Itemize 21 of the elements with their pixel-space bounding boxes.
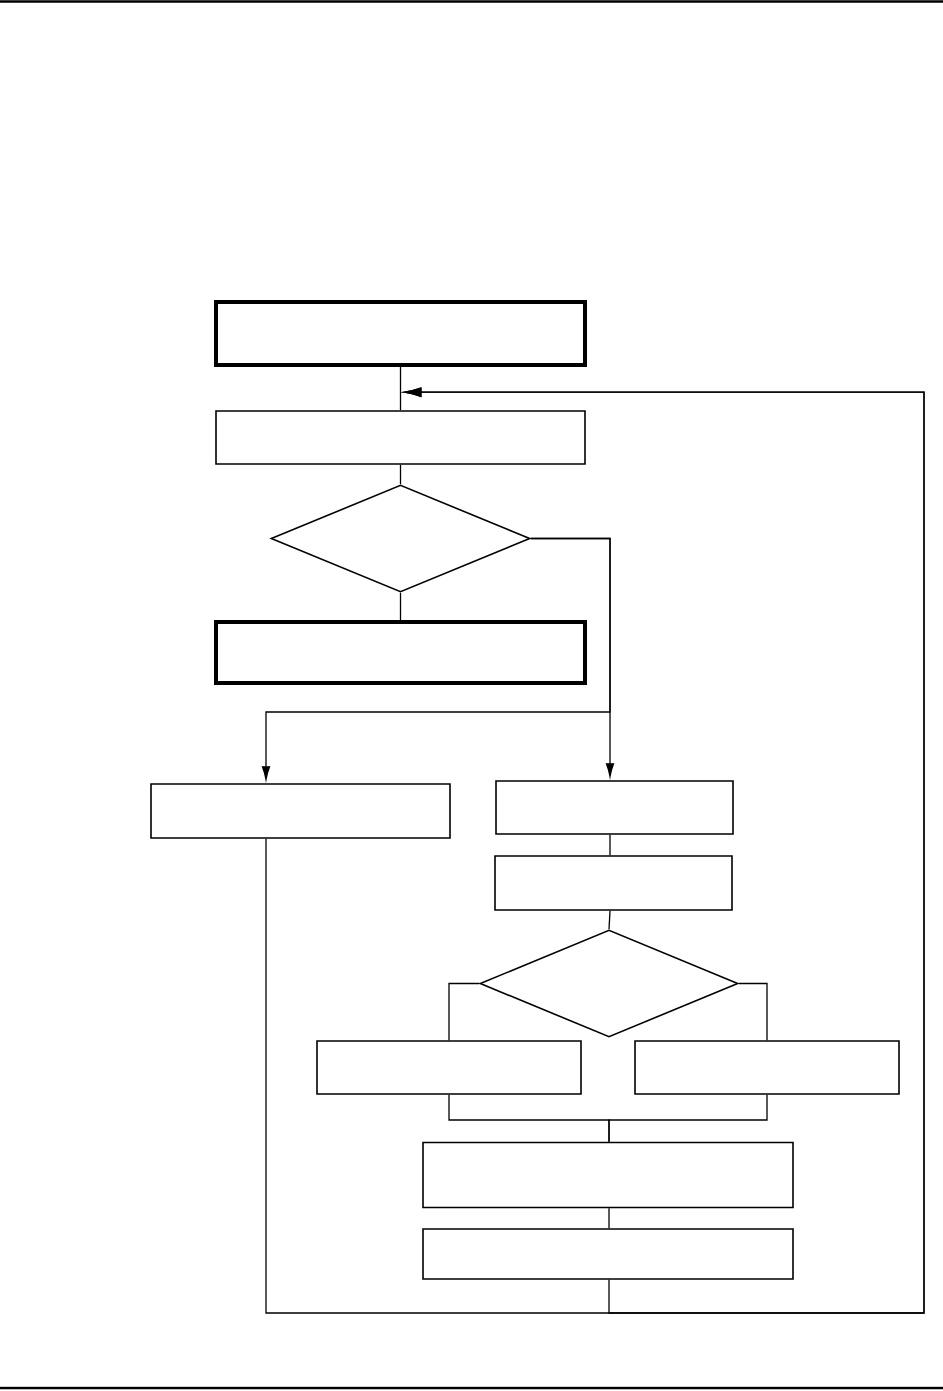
process-box (494, 855, 733, 911)
connector-line (399, 592, 402, 621)
arrow (530, 537, 615, 778)
arrow (404, 387, 925, 1314)
connector-line (608, 910, 611, 930)
process-box (150, 783, 451, 839)
connector-line (608, 1207, 610, 1229)
process-box (422, 1228, 794, 1280)
process-box (495, 780, 734, 835)
process-box (215, 410, 586, 465)
process-box (316, 1040, 582, 1095)
process-box (214, 620, 587, 685)
process-box (634, 1040, 900, 1095)
connector-line (609, 834, 611, 856)
connector-line (448, 982, 480, 1041)
connector-line (608, 1094, 768, 1143)
connector-line (738, 982, 768, 1041)
process-box (422, 1141, 794, 1209)
connector-line (399, 366, 402, 411)
connector-line (399, 464, 402, 485)
process-box (214, 300, 587, 367)
